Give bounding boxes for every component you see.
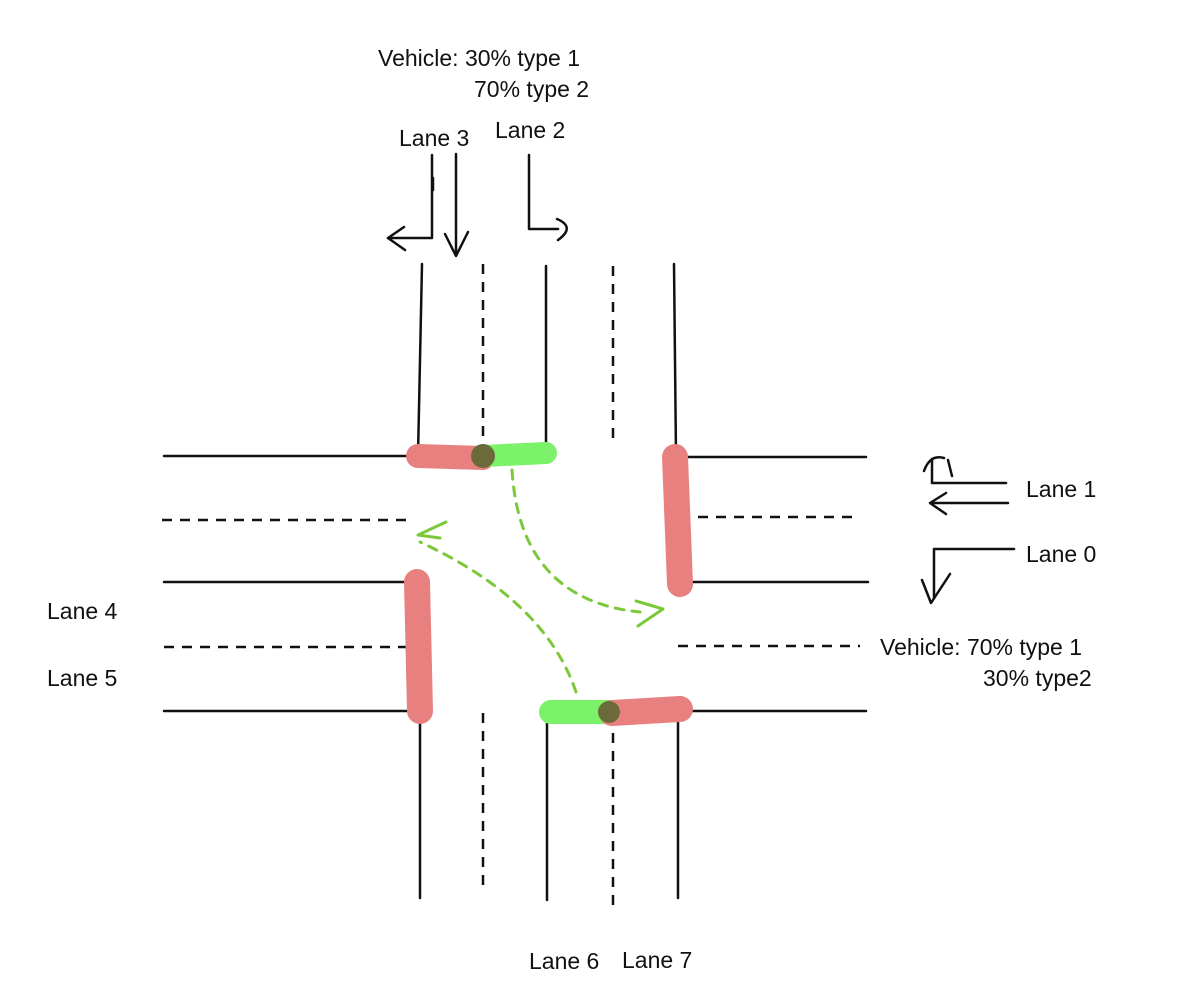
northbound-turn-arrowhead	[416, 520, 448, 540]
turn-arrowheads	[416, 520, 665, 628]
lane-1-straight-arrow-icon	[928, 491, 1010, 516]
east-vehicle-mix-line1: Vehicle: 70% type 1	[880, 634, 1083, 660]
lane-1-label: Lane 1	[1026, 476, 1097, 502]
north-vehicle-mix-line1: Vehicle: 30% type 1	[378, 45, 581, 71]
lane-2-label: Lane 2	[495, 117, 566, 143]
northbound-left-turn-path	[418, 540, 578, 694]
signal-bars	[404, 442, 693, 726]
east-vehicle-mix-line2: 30% type2	[983, 665, 1092, 691]
lane-6-label: Lane 6	[529, 948, 600, 974]
lane-3-turn-arrow-icon	[386, 153, 435, 252]
lane-1-turn-arrow-icon	[922, 456, 1008, 485]
north-vehicle-mix-line2: 70% type 2	[474, 76, 590, 102]
west-signal-red-bar	[404, 569, 433, 724]
lane-5-label: Lane 5	[47, 665, 118, 691]
lane-7-label: Lane 7	[622, 947, 693, 973]
lane-3-straight-arrow-icon	[443, 152, 470, 258]
turn-paths	[418, 468, 642, 694]
south-signal-red-bar	[599, 696, 693, 726]
lane-0-label: Lane 0	[1026, 541, 1097, 567]
lane-dividers	[162, 264, 860, 905]
lane-direction-arrows	[386, 152, 1016, 605]
lane-2-turn-arrow-icon	[527, 153, 568, 242]
lane-4-label: Lane 4	[47, 598, 118, 624]
southbound-left-turn-path	[510, 468, 642, 614]
south-signal-junction-dot	[598, 701, 620, 723]
southbound-turn-arrowhead	[634, 599, 665, 628]
lane-0-turn-arrow-icon	[920, 547, 1016, 605]
east-signal-red-bar	[662, 444, 693, 597]
north-road-left-edge	[416, 262, 424, 458]
road-edges	[162, 262, 870, 902]
north-road-right-edge	[672, 262, 678, 458]
north-signal-junction-dot	[471, 444, 495, 468]
lane-3-label: Lane 3	[399, 125, 470, 151]
